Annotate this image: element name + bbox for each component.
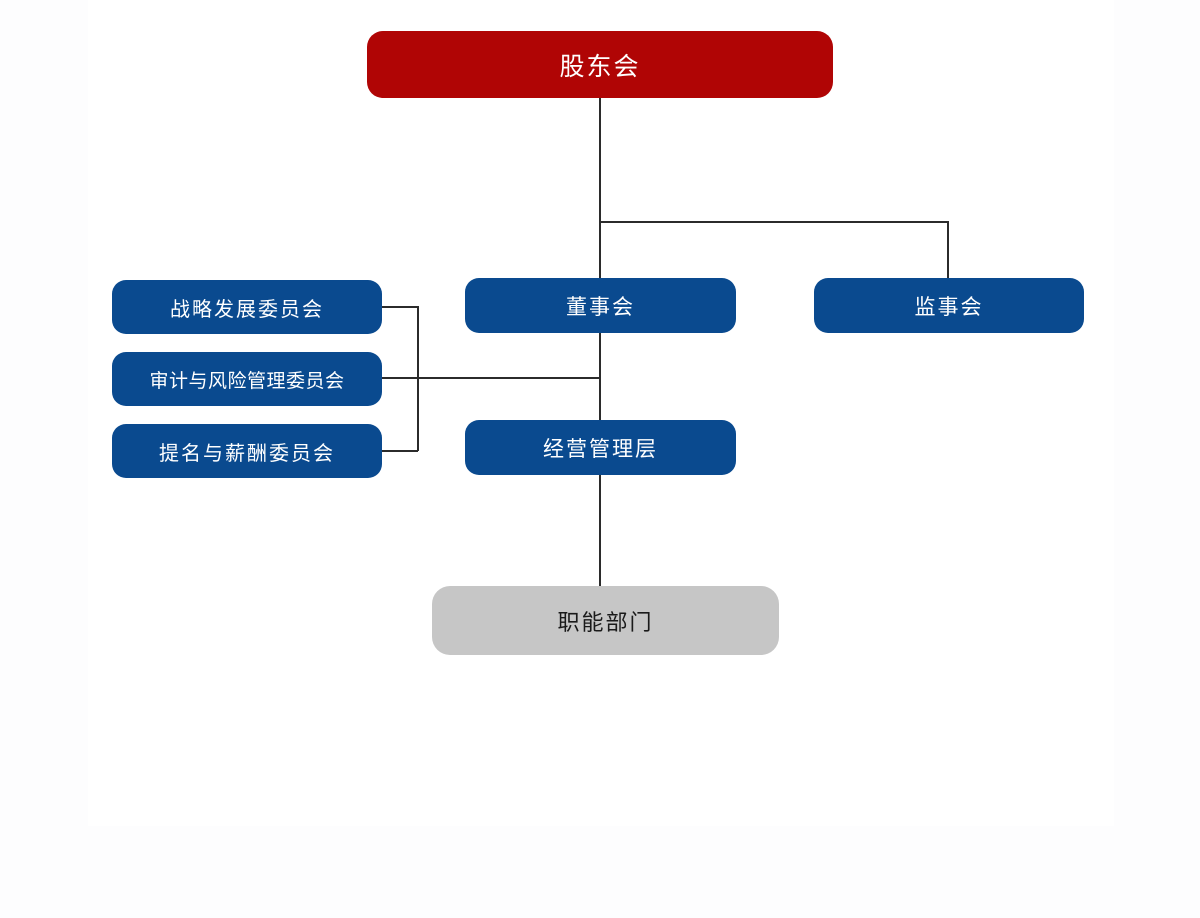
node-audit-risk-committee[interactable]: 审计与风险管理委员会 bbox=[112, 352, 382, 406]
connector-stub-audit-risk-committee bbox=[382, 377, 418, 379]
connector-committees-to-board bbox=[418, 377, 600, 379]
connector-to-supervisors bbox=[947, 221, 949, 279]
connector-stub-strategy-committee bbox=[382, 306, 418, 308]
node-nomination-compensation-committee-label: 提名与薪酬委员会 bbox=[159, 442, 335, 465]
node-functional-departments[interactable]: 职能部门 bbox=[432, 586, 779, 655]
node-functional-departments-label: 职能部门 bbox=[557, 609, 654, 635]
node-audit-risk-committee-label: 审计与风险管理委员会 bbox=[149, 370, 345, 392]
node-supervisors[interactable]: 监事会 bbox=[814, 278, 1084, 333]
connector-to-board bbox=[599, 221, 601, 279]
node-board[interactable]: 董事会 bbox=[465, 278, 736, 333]
node-strategy-committee-label: 战略发展委员会 bbox=[170, 298, 324, 321]
connector-shareholders-trunk bbox=[599, 98, 601, 222]
node-strategy-committee[interactable]: 战略发展委员会 bbox=[112, 280, 382, 334]
node-nomination-compensation-committee[interactable]: 提名与薪酬委员会 bbox=[112, 424, 382, 478]
node-supervisors-label: 监事会 bbox=[914, 295, 984, 319]
connector-management-to-departments bbox=[599, 475, 601, 587]
node-board-label: 董事会 bbox=[566, 295, 635, 319]
node-management-label: 经营管理层 bbox=[543, 437, 658, 461]
node-shareholders-label: 股东会 bbox=[559, 52, 641, 81]
slide-background-panel bbox=[88, 0, 1114, 826]
connector-level1-branch-bar bbox=[599, 221, 948, 223]
connector-stub-nomination-compensation-committee bbox=[382, 450, 418, 452]
node-management[interactable]: 经营管理层 bbox=[465, 420, 736, 475]
node-shareholders[interactable]: 股东会 bbox=[367, 31, 833, 98]
